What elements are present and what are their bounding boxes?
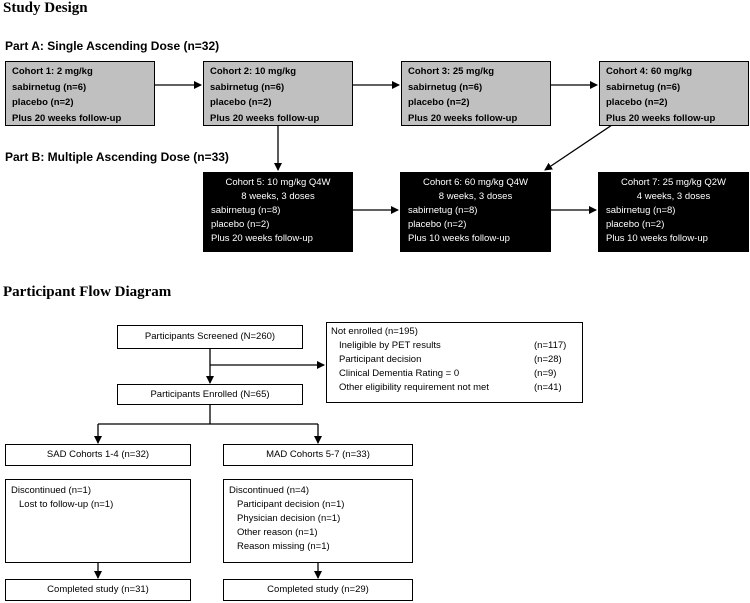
not-enrolled-reason-1: Ineligible by PET results (n=117): [331, 339, 578, 353]
sad-cohorts-box: SAD Cohorts 1-4 (n=32): [5, 444, 191, 466]
reason-1-label: Ineligible by PET results: [339, 340, 441, 351]
reason-4-count: (n=41): [534, 382, 562, 393]
enrolled-label: Participants Enrolled (N=65): [150, 389, 270, 400]
cohort-4-line-3: placebo (n=2): [606, 97, 668, 108]
cohort-4-line-1: Cohort 4: 60 mg/kg: [606, 66, 693, 77]
screened-label: Participants Screened (N=260): [144, 331, 276, 342]
cohort-7-line-2: placebo (n=2): [606, 219, 665, 230]
sad-discontinued-title: Discontinued (n=1): [11, 485, 92, 496]
reason-3-label: Clinical Dementia Rating = 0: [339, 368, 460, 379]
sad-completed-box: Completed study (n=31): [5, 579, 191, 601]
arrow-c4-c6: [544, 124, 613, 171]
mad-discontinued-reason-2: Physician decision (n=1): [237, 513, 341, 524]
cohort-4-line-2: sabirnetug (n=6): [606, 81, 681, 93]
cohort-6-header: Cohort 6: 60 mg/kg Q4W: [422, 177, 529, 188]
cohort-3-line-4: Plus 20 weeks follow-up: [408, 112, 518, 124]
cohort-1-box: Cohort 1: 2 mg/kg sabirnetug (n=6) place…: [5, 61, 155, 126]
cohort-4-box: Cohort 4: 60 mg/kg sabirnetug (n=6) plac…: [599, 61, 749, 126]
sad-cohorts-label: SAD Cohorts 1-4 (n=32): [46, 449, 150, 460]
mad-completed-box: Completed study (n=29): [223, 579, 413, 601]
cohort-5-box: Cohort 5: 10 mg/kg Q4W 8 weeks, 3 doses …: [203, 172, 353, 252]
cohort-6-duration: 8 weeks, 3 doses: [438, 191, 513, 202]
reason-3-count: (n=9): [534, 368, 557, 379]
cohort-5-line-1: sabirnetug (n=8): [211, 205, 281, 216]
enrolled-box: Participants Enrolled (N=65): [117, 384, 303, 405]
not-enrolled-reason-4: Other eligibility requirement not met (n…: [331, 381, 578, 395]
part-a-title: Part A: Single Ascending Dose (n=32): [5, 39, 220, 53]
sad-completed-label: Completed study (n=31): [47, 584, 149, 595]
cohort-7-line-1: sabirnetug (n=8): [606, 205, 676, 216]
cohort-6-line-2: placebo (n=2): [408, 219, 467, 230]
reason-1-count: (n=117): [534, 340, 567, 351]
flow-heading: Participant Flow Diagram: [3, 284, 172, 300]
reason-2-count: (n=28): [534, 354, 562, 365]
cohort-5-line-2: placebo (n=2): [211, 219, 270, 230]
cohort-5-header: Cohort 5: 10 mg/kg Q4W: [225, 177, 331, 188]
mad-discontinued-title: Discontinued (n=4): [229, 485, 310, 496]
cohort-3-line-3: placebo (n=2): [408, 97, 470, 108]
not-enrolled-box: Not enrolled (n=195) Ineligible by PET r…: [326, 322, 583, 403]
cohort-2-line-4: Plus 20 weeks follow-up: [210, 112, 320, 124]
cohort-6-line-1: sabirnetug (n=8): [408, 205, 478, 216]
cohort-2-box: Cohort 2: 10 mg/kg sabirnetug (n=6) plac…: [203, 61, 353, 126]
mad-discontinued-reason-4: Reason missing (n=1): [237, 541, 330, 552]
cohort-1-line-4: Plus 20 weeks follow-up: [12, 112, 122, 124]
reason-4-label: Other eligibility requirement not met: [339, 382, 489, 393]
cohort-5-duration: 8 weeks, 3 doses: [241, 191, 315, 202]
cohort-4-line-4: Plus 20 weeks follow-up: [606, 112, 716, 124]
cohort-1-line-1: Cohort 1: 2 mg/kg: [12, 66, 93, 77]
not-enrolled-title: Not enrolled (n=195): [331, 326, 418, 337]
cohort-7-header: Cohort 7: 25 mg/kg Q2W: [620, 177, 727, 188]
study-design-heading: Study Design: [3, 0, 88, 16]
cohort-7-duration: 4 weeks, 3 doses: [636, 191, 711, 202]
mad-cohorts-box: MAD Cohorts 5-7 (n=33): [223, 444, 413, 466]
cohort-3-line-2: sabirnetug (n=6): [408, 81, 483, 93]
cohort-5-line-3: Plus 20 weeks follow-up: [211, 233, 313, 244]
mad-discontinued-reason-3: Other reason (n=1): [237, 527, 318, 538]
mad-discontinued-box: Discontinued (n=4) Participant decision …: [223, 479, 413, 563]
sad-discontinued-box: Discontinued (n=1) Lost to follow-up (n=…: [5, 479, 191, 563]
screened-box: Participants Screened (N=260): [117, 325, 303, 349]
cohort-1-line-3: placebo (n=2): [12, 97, 74, 108]
not-enrolled-reason-3: Clinical Dementia Rating = 0 (n=9): [331, 367, 578, 381]
reason-2-label: Participant decision: [339, 354, 422, 365]
cohort-2-line-3: placebo (n=2): [210, 97, 272, 108]
mad-cohorts-label: MAD Cohorts 5-7 (n=33): [266, 449, 370, 460]
cohort-3-line-1: Cohort 3: 25 mg/kg: [408, 66, 495, 77]
mad-discontinued-reason-1: Participant decision (n=1): [237, 499, 345, 510]
part-b-title: Part B: Multiple Ascending Dose (n=33): [5, 150, 229, 164]
cohort-7-box: Cohort 7: 25 mg/kg Q2W 4 weeks, 3 doses …: [598, 172, 749, 252]
not-enrolled-reason-2: Participant decision (n=28): [331, 353, 578, 367]
cohort-1-line-2: sabirnetug (n=6): [12, 81, 87, 93]
cohort-6-box: Cohort 6: 60 mg/kg Q4W 8 weeks, 3 doses …: [400, 172, 551, 252]
cohort-3-box: Cohort 3: 25 mg/kg sabirnetug (n=6) plac…: [401, 61, 551, 126]
cohort-7-line-3: Plus 10 weeks follow-up: [606, 233, 708, 244]
sad-discontinued-reason-1: Lost to follow-up (n=1): [19, 499, 114, 510]
cohort-2-line-2: sabirnetug (n=6): [210, 81, 285, 93]
cohort-6-line-3: Plus 10 weeks follow-up: [408, 233, 510, 244]
mad-completed-label: Completed study (n=29): [267, 584, 369, 595]
cohort-2-line-1: Cohort 2: 10 mg/kg: [210, 66, 297, 77]
